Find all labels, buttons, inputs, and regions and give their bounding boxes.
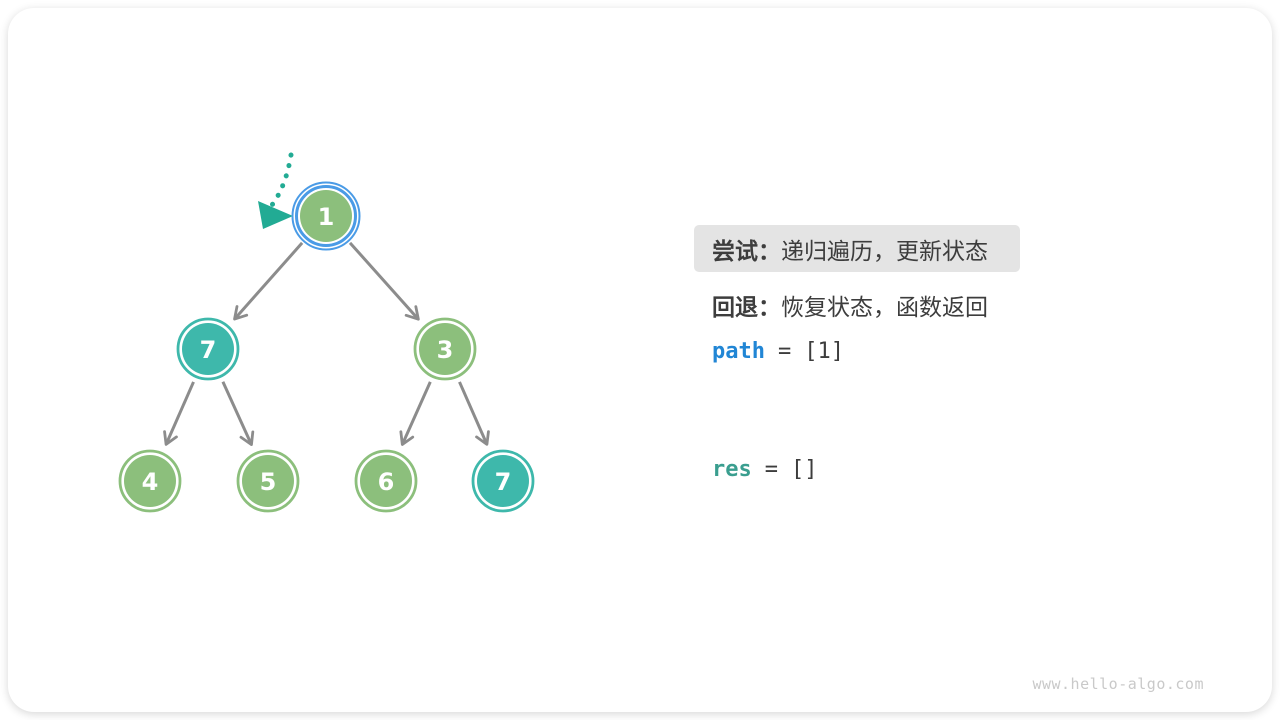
res-variable-value: [] <box>791 457 818 482</box>
figure-card: 1 7 3 4 5 6 7 尝试：递归遍历，更新状态 回退：恢复状态，函数返回 path = [… <box>8 8 1272 712</box>
tree-node-3: 3 <box>413 317 477 381</box>
tree-edge-n7l-n5 <box>221 381 255 446</box>
try-step-box: 尝试：递归遍历，更新状态 <box>694 225 1020 272</box>
tree-edge-n1-n3 <box>348 241 420 321</box>
tree-node-7: 7 <box>176 317 240 381</box>
try-step-label: 尝试： <box>712 237 781 264</box>
path-equals-sign: = <box>777 339 792 364</box>
tree-node-value: 1 <box>318 203 335 231</box>
tree-node-5: 5 <box>236 449 300 513</box>
backtrack-step-text: 恢复状态，函数返回 <box>781 294 988 320</box>
binary-tree-diagram: 1 7 3 4 5 6 7 <box>118 152 535 513</box>
tree-node-4: 4 <box>118 449 182 513</box>
tree-node-7: 7 <box>471 449 535 513</box>
tree-node-value: 6 <box>378 468 395 496</box>
res-variable-name: res <box>712 457 752 482</box>
path-variable-value: [1] <box>804 339 844 364</box>
backtrack-step-line: 回退：恢复状态，函数返回 <box>712 288 988 322</box>
tree-node-value: 7 <box>200 336 217 364</box>
tree-edge-n3-n7r <box>458 381 490 446</box>
tree-edge-n7l-n4 <box>163 381 195 446</box>
res-equals-sign: = <box>764 457 778 482</box>
tree-edge-n3-n6 <box>399 381 432 446</box>
tree-node-value: 4 <box>142 468 159 496</box>
tree-node-value: 5 <box>260 468 277 496</box>
path-variable-line: path = [1] <box>712 339 844 364</box>
tree-edge-n1-n7l <box>233 241 304 321</box>
tree-node-value: 3 <box>437 336 454 364</box>
current-node-pointer-arrow <box>258 152 294 229</box>
watermark: www.hello-algo.com <box>1032 675 1204 693</box>
backtrack-step-label: 回退： <box>712 294 781 320</box>
res-variable-line: res = [] <box>712 457 818 482</box>
path-variable-name: path <box>712 339 765 364</box>
tree-node-6: 6 <box>354 449 418 513</box>
tree-node-1-current: 1 <box>291 181 361 251</box>
try-step-text: 递归遍历，更新状态 <box>781 237 988 264</box>
tree-node-value: 7 <box>495 468 512 496</box>
